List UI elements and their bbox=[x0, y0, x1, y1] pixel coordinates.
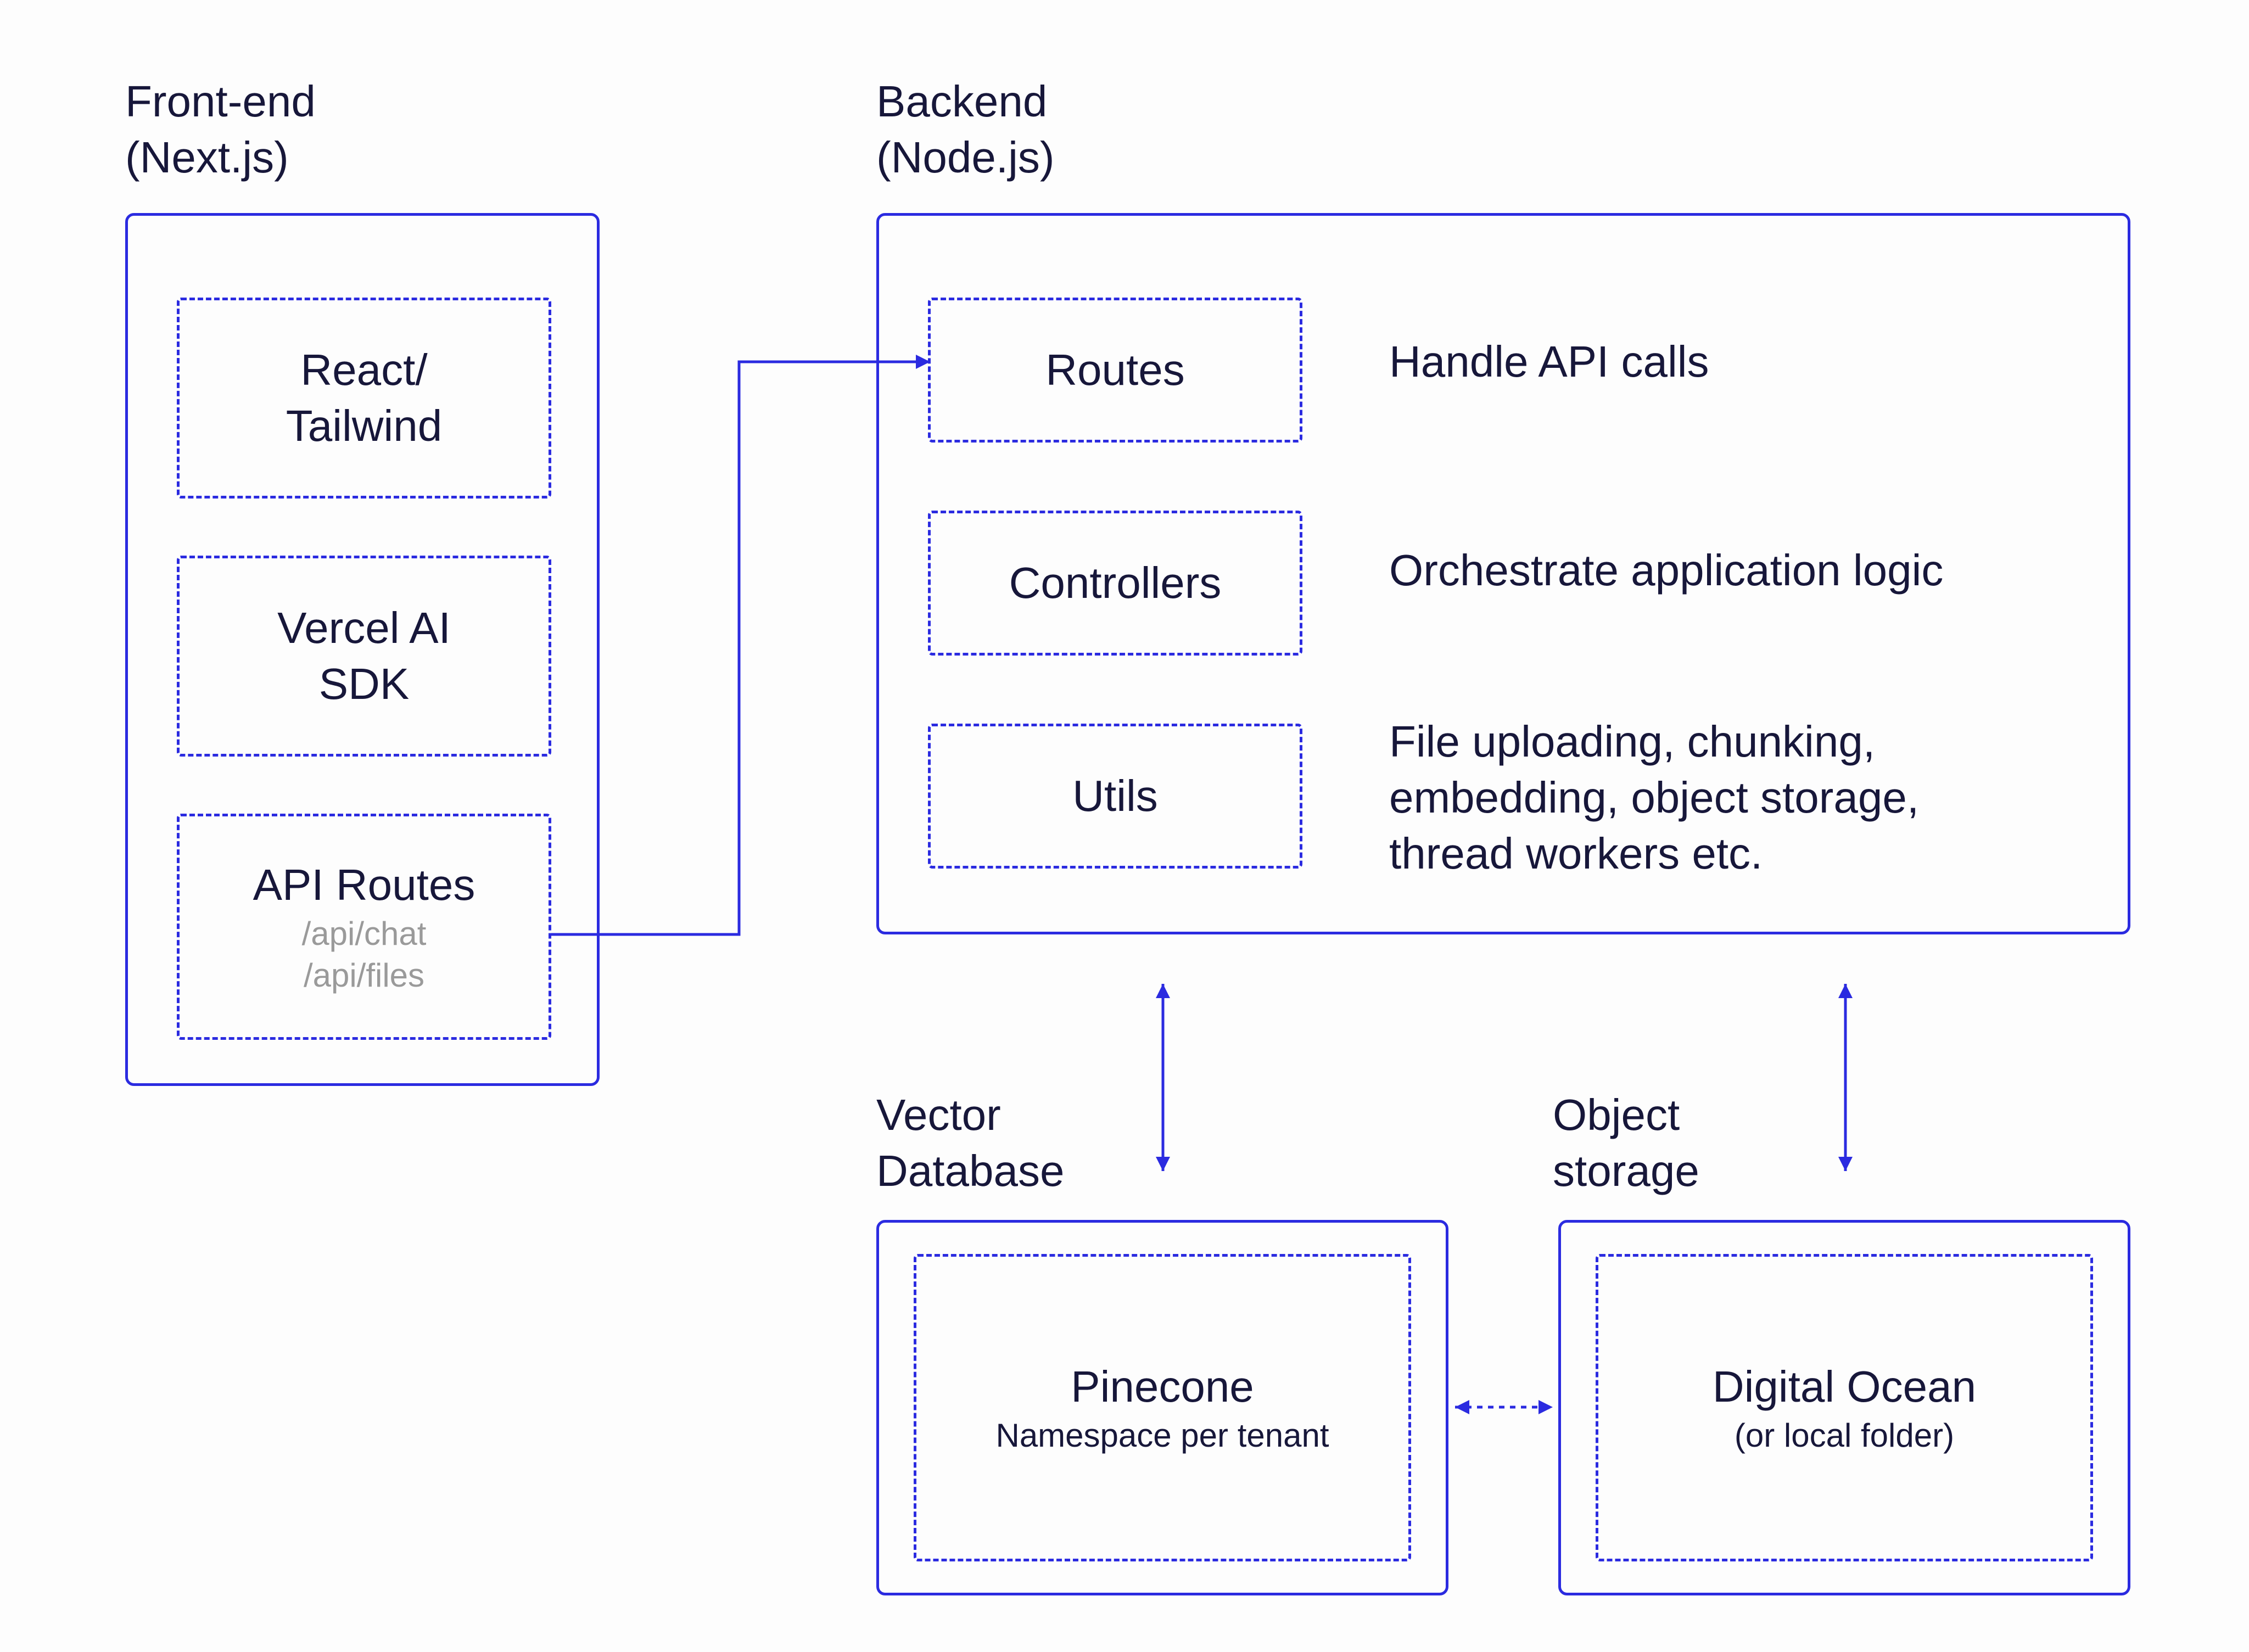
digital-ocean-label: Digital Ocean bbox=[1712, 1362, 1977, 1411]
routes-description: Handle API calls bbox=[1389, 337, 1709, 386]
utils-description: File uploading, chunking, embedding, obj… bbox=[1389, 714, 1919, 882]
react-tailwind-box: React/ Tailwind bbox=[177, 298, 551, 499]
utils-description-line1: File uploading, chunking, bbox=[1389, 717, 1876, 766]
api-to-routes-connector bbox=[551, 355, 930, 936]
vercel-sdk-label-line2: SDK bbox=[318, 659, 410, 708]
controllers-description: Orchestrate application logic bbox=[1389, 546, 1944, 595]
api-chat-path: /api/chat bbox=[301, 915, 427, 952]
backend-heading-line1: Backend bbox=[876, 77, 1048, 126]
frontend-heading-line1: Front-end bbox=[125, 77, 316, 126]
backend-heading: Backend (Node.js) bbox=[876, 74, 1055, 186]
controllers-label: Controllers bbox=[1009, 558, 1222, 607]
digital-ocean-box: Digital Ocean (or local folder) bbox=[1596, 1254, 2093, 1561]
utils-description-line2: embedding, object storage, bbox=[1389, 773, 1920, 822]
controllers-box: Controllers bbox=[928, 511, 1302, 656]
frontend-heading-line2: (Next.js) bbox=[125, 133, 289, 182]
vercel-sdk-box: Vercel AI SDK bbox=[177, 556, 551, 757]
vercel-sdk-label-line1: Vercel AI bbox=[277, 603, 451, 652]
pinecone-sublabel: Namespace per tenant bbox=[995, 1417, 1329, 1454]
routes-label: Routes bbox=[1045, 345, 1185, 394]
api-routes-label: API Routes bbox=[253, 860, 475, 909]
pinecone-label: Pinecone bbox=[1071, 1362, 1254, 1411]
backend-heading-line2: (Node.js) bbox=[876, 133, 1055, 182]
react-tailwind-label-line2: Tailwind bbox=[286, 401, 443, 450]
utils-label: Utils bbox=[1072, 771, 1158, 820]
routes-box: Routes bbox=[928, 298, 1302, 443]
vector-db-heading-line2: Database bbox=[876, 1146, 1065, 1195]
backend-container bbox=[876, 213, 2130, 934]
object-storage-heading-line2: storage bbox=[1553, 1146, 1699, 1195]
vector-db-heading-line1: Vector bbox=[876, 1090, 1001, 1139]
utils-description-line3: thread workers etc. bbox=[1389, 829, 1763, 878]
utils-box: Utils bbox=[928, 724, 1302, 869]
object-storage-heading-line1: Object bbox=[1553, 1090, 1680, 1139]
api-routes-box: API Routes /api/chat /api/files bbox=[177, 814, 551, 1040]
vector-db-container bbox=[876, 1220, 1448, 1595]
digital-ocean-sublabel: (or local folder) bbox=[1734, 1417, 1955, 1454]
object-storage-heading: Object storage bbox=[1553, 1087, 1699, 1199]
frontend-heading: Front-end (Next.js) bbox=[125, 74, 316, 186]
pinecone-box: Pinecone Namespace per tenant bbox=[914, 1254, 1411, 1561]
react-tailwind-label-line1: React/ bbox=[300, 345, 428, 394]
object-storage-container bbox=[1558, 1220, 2130, 1595]
vector-db-heading: Vector Database bbox=[876, 1087, 1064, 1199]
api-files-path: /api/files bbox=[303, 957, 425, 994]
frontend-container bbox=[125, 213, 600, 1086]
